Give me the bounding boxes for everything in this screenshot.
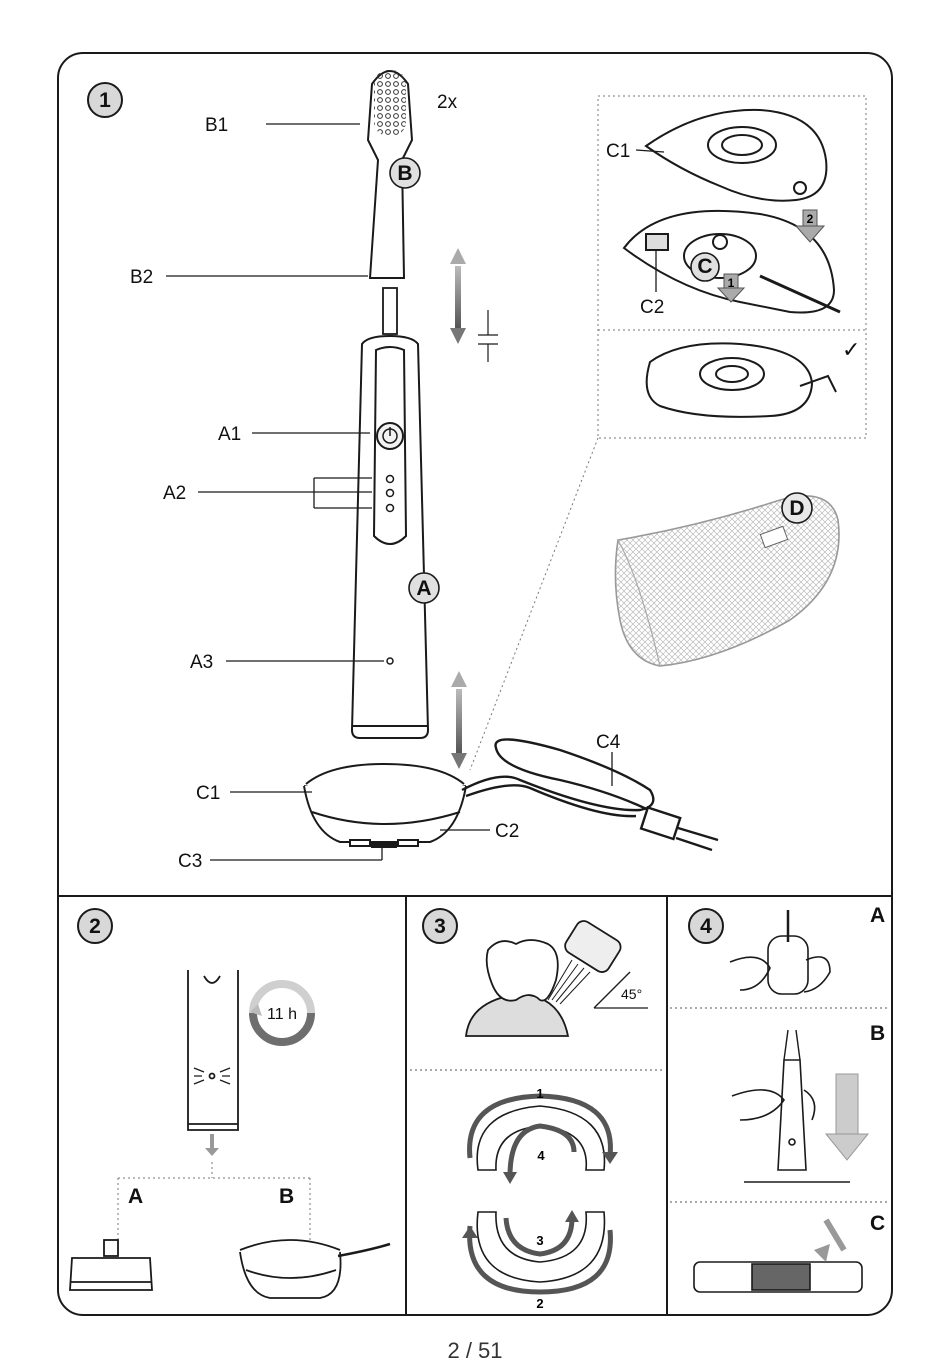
disassembly-step-a	[729, 910, 831, 995]
step-badge-1: 1	[87, 82, 123, 118]
inset-label-c1: C1	[606, 141, 630, 162]
svg-text:4: 4	[700, 915, 712, 938]
manual-figure-frame	[57, 52, 893, 1316]
quantity-label: 2x	[437, 92, 458, 113]
step-badge-2: 2	[77, 908, 113, 944]
svg-text:C: C	[697, 255, 712, 278]
disassembly-step-b	[731, 1029, 850, 1183]
tooth-angle-illustration: 45°	[464, 920, 648, 1037]
svg-text:11 h: 11 h	[267, 1006, 297, 1023]
check-icon: ✓	[842, 337, 860, 362]
badge-d	[781, 492, 813, 524]
travel-charger	[69, 1239, 153, 1291]
svg-text:D: D	[789, 497, 804, 520]
inset-label-c2: C2	[640, 297, 664, 318]
seq-2: 2	[536, 1296, 543, 1311]
option-b-label: B	[279, 1185, 294, 1208]
step-badge-3: 3	[422, 908, 458, 944]
option-a-label: A	[128, 1185, 143, 1208]
label-b1: B1	[205, 115, 228, 136]
angle-label: 45°	[621, 986, 642, 1002]
attach-arrow-top	[450, 248, 466, 344]
substep-b-label: B	[870, 1022, 885, 1045]
seq-3: 3	[536, 1233, 543, 1248]
drive-shaft	[382, 287, 398, 335]
label-a1: A1	[218, 424, 241, 445]
svg-text:2: 2	[89, 915, 101, 938]
brushing-sequence-lower: 3 2	[462, 1210, 613, 1311]
handle-charge-illustration	[187, 970, 239, 1131]
svg-text:A: A	[416, 577, 431, 600]
disassembly-step-c	[693, 1218, 863, 1293]
inset-arrow-1: 1	[716, 273, 746, 303]
substep-a-label: A	[870, 904, 885, 927]
badge-a: A	[408, 572, 440, 604]
svg-text:3: 3	[434, 915, 446, 938]
gap-indicator	[478, 310, 498, 362]
seq-1: 1	[536, 1086, 543, 1101]
label-a3: A3	[190, 652, 213, 673]
home-charger	[239, 1239, 391, 1299]
label-a2: A2	[163, 483, 186, 504]
label-c3: C3	[178, 851, 202, 872]
step-badge-4: 4	[688, 908, 724, 944]
charge-timer-icon: 11 h	[249, 980, 315, 1046]
toothbrush-handle	[350, 334, 430, 739]
charge-down-arrow	[205, 1134, 219, 1156]
label-b2: B2	[130, 267, 153, 288]
label-c2: C2	[495, 821, 519, 842]
badge-b: B	[389, 157, 421, 189]
seq-4: 4	[537, 1148, 545, 1163]
travel-pouch: D	[614, 492, 840, 667]
svg-text:2: 2	[807, 212, 814, 226]
label-c4: C4	[596, 732, 621, 753]
substep-c-label: C	[870, 1212, 885, 1235]
page-number: 2 / 51	[447, 1338, 503, 1363]
charger-cable	[461, 738, 719, 852]
badge-c: C	[690, 252, 720, 282]
brushing-sequence-upper: 1 4	[467, 1086, 618, 1184]
svg-text:B: B	[397, 162, 412, 185]
push-down-arrow	[824, 1073, 870, 1161]
inset-arrow-2: 2	[794, 209, 826, 243]
dock-arrow	[451, 671, 467, 769]
charger-base	[303, 762, 467, 848]
charger-detail-inset: 2 1 C C1 C2 ✓	[469, 95, 867, 771]
label-c1: C1	[196, 783, 220, 804]
svg-text:1: 1	[728, 276, 735, 290]
step-number-1: 1	[99, 89, 111, 112]
